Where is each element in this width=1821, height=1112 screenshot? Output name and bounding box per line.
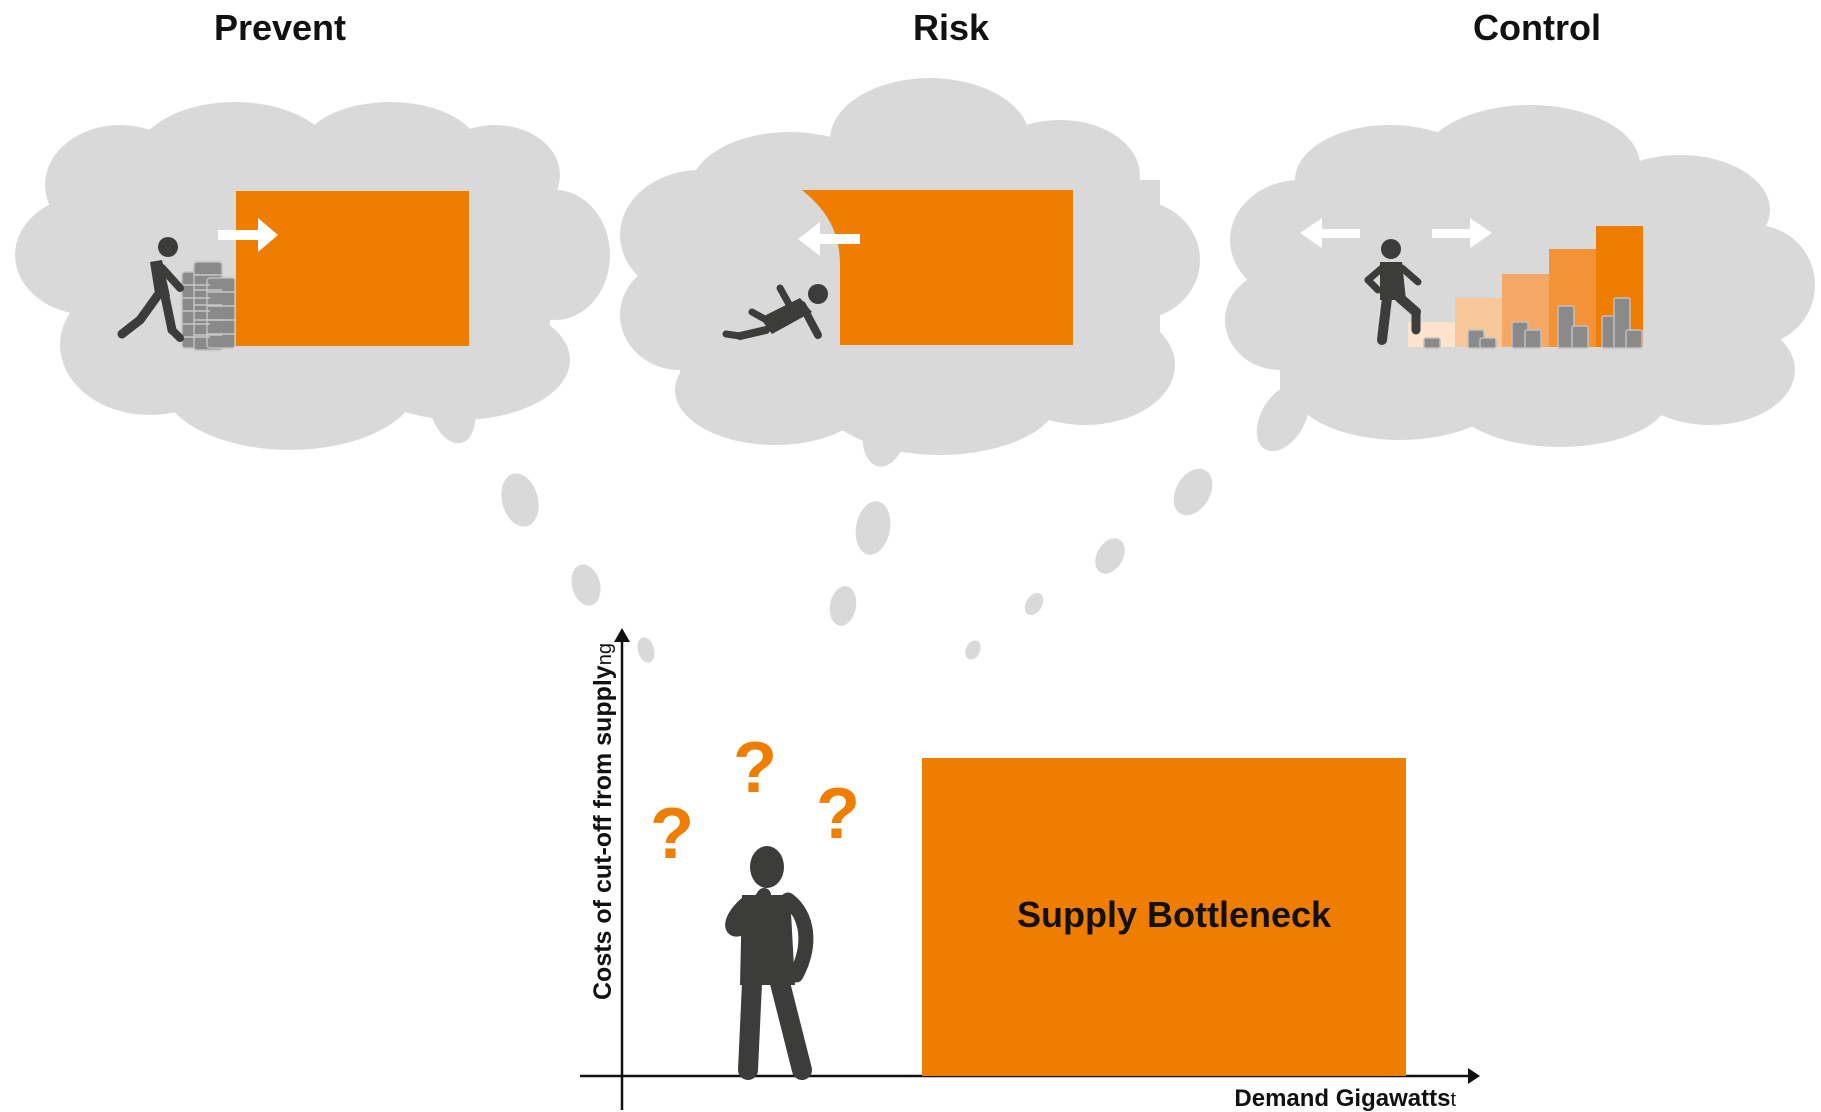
- thinking-person-icon: [725, 846, 814, 1080]
- standing-person-icon: [1364, 239, 1422, 345]
- thought-bubbles-prevent: [428, 370, 655, 663]
- heading-prevent: Prevent: [214, 7, 346, 48]
- y-axis-label: Costs of cut-off from supplyng: [589, 643, 617, 1000]
- risk-supply-block: [802, 190, 1073, 345]
- coin-stack-icon: [1423, 297, 1643, 349]
- prevent-supply-block: [236, 191, 469, 346]
- question-mark-icon: ?: [733, 728, 777, 808]
- thought-bubbles-control: [1024, 384, 1310, 616]
- supply-bottleneck-label: Supply Bottleneck: [1017, 894, 1332, 935]
- heading-risk: Risk: [913, 7, 990, 48]
- fallen-person-icon: [722, 284, 828, 340]
- arrow-right-icon: [218, 218, 278, 252]
- x-axis-label: Demand Gigawattst: [1234, 1085, 1456, 1112]
- heading-control: Control: [1473, 7, 1601, 48]
- thought-bubbles-risk: [829, 393, 981, 660]
- question-mark-icon: ?: [650, 794, 694, 874]
- arrow-left-icon: [798, 222, 860, 256]
- question-mark-icon: ?: [816, 774, 860, 854]
- coin-stack-icon: [181, 261, 236, 351]
- walking-person-icon: [117, 237, 184, 342]
- arrow-left-icon: [1300, 218, 1360, 248]
- arrow-right-icon: [1432, 218, 1492, 248]
- supply-bottleneck-box: [922, 758, 1406, 1076]
